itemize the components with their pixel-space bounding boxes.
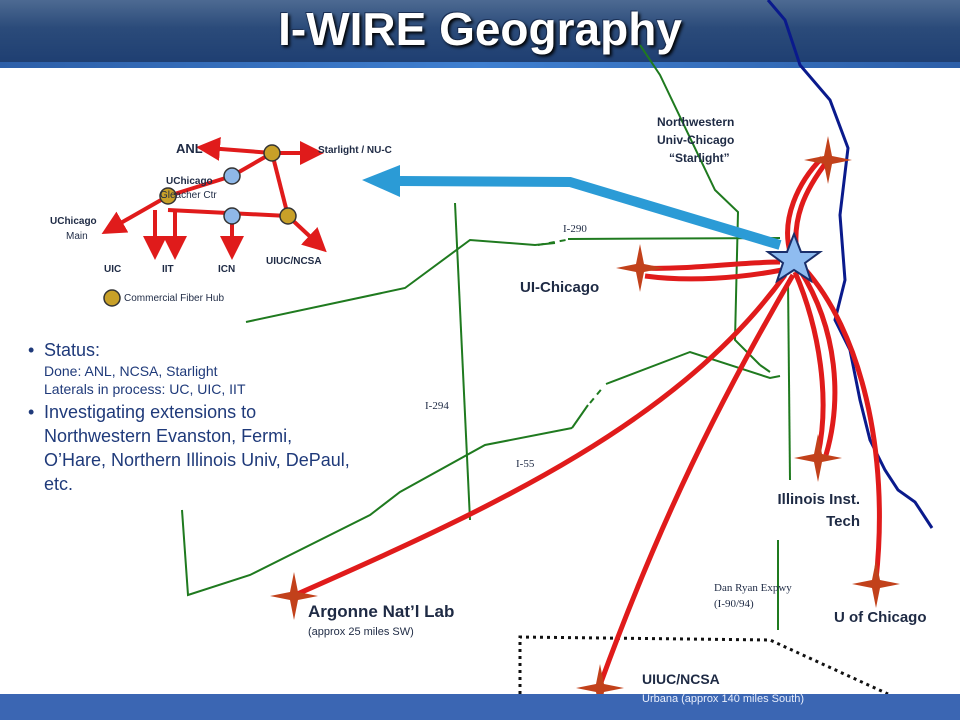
status-block: • Status: Done: ANL, NCSA, Starlight Lat… [28, 338, 358, 496]
label-iit: Illinois Inst. Tech [777, 491, 860, 530]
hub-star [764, 231, 824, 284]
status-done: Done: ANL, NCSA, Starlight [44, 363, 218, 379]
legend-iit: IIT [162, 264, 174, 275]
legend-anl: ANL [176, 141, 203, 156]
fiber-to-uiuc [597, 273, 796, 686]
status-heading: Status: [44, 340, 101, 360]
label-i290: I-290 [563, 223, 587, 235]
legend-uchicago-main: UChicago [50, 216, 97, 227]
legend-uchicago-gleacher: UChicago [166, 176, 213, 187]
lakeshore-line [766, 0, 934, 529]
legend-commercial-hub: Commercial Fiber Hub [124, 293, 225, 304]
label-argonne: Argonne Nat’l Lab [308, 602, 455, 621]
fiber-to-argonne [293, 273, 788, 598]
highway-i55-west [181, 427, 573, 597]
label-argonne-sub: (approx 25 miles SW) [308, 626, 414, 638]
title-band [0, 62, 960, 68]
highway-i55 [571, 404, 589, 429]
fiber-to-uchicago [802, 266, 882, 581]
label-i55: I-55 [516, 458, 535, 470]
label-dan-ryan: Dan Ryan Expwy [714, 582, 792, 594]
fiber-routes [293, 156, 882, 686]
legend-gleacher-sub: Gleacher Ctr [160, 190, 217, 201]
highway-connector [759, 364, 771, 373]
fiber-to-northwestern [793, 158, 830, 261]
legend-main-sub: Main [66, 231, 88, 242]
highway-kennedy [639, 44, 761, 366]
label-dan-ryan-sub: (I-90/94) [714, 598, 754, 610]
fiber-to-iit [792, 271, 826, 456]
starlight-arrow [399, 176, 782, 250]
highway-i294 [454, 202, 471, 521]
iit-marker [794, 434, 842, 482]
status-laterals: Laterals in process: UC, UIC, IIT [44, 381, 246, 397]
fiber-to-iit-2 [797, 268, 838, 456]
fiber-to-uic-2 [644, 267, 783, 282]
investigating-bullet: • [28, 402, 35, 422]
fiber-to-uic [639, 259, 781, 271]
label-ui-chicago: UI-Chicago [520, 279, 600, 296]
title-banner [0, 0, 960, 62]
highway-i290 [245, 238, 556, 323]
status-bullet-item: • Status: [28, 338, 358, 362]
legend-uiuc: UIUC/NCSA [266, 256, 322, 267]
label-i294: I-294 [425, 400, 449, 412]
urbana-boundary [518, 635, 889, 696]
legend-uic: UIC [104, 264, 122, 275]
highway-i55-dash [589, 385, 605, 404]
label-uiuc-sub-overlay: Urbana (approx 140 miles South) [642, 693, 805, 705]
label-uiuc: UIUC/NCSA [642, 671, 720, 687]
uic-marker [616, 244, 664, 292]
legend-starlight: Starlight / NU-C [318, 145, 392, 156]
bottom-bar [0, 694, 960, 720]
slide-title: I-WIRE Geography [278, 3, 682, 55]
uchicago-marker [852, 560, 900, 608]
status-bullet: • [28, 340, 35, 360]
label-u-of-chicago: U of Chicago [834, 609, 927, 626]
legend-icn: ICN [218, 264, 236, 275]
highway-dan-ryan [787, 279, 791, 481]
investigating-bullet-item: • Investigating extensions to Northweste… [28, 400, 358, 496]
highway-i55-east [605, 350, 781, 385]
hub-legend-network [101, 136, 327, 307]
highway-i290-dash [537, 239, 567, 246]
label-northwestern: Northwestern Univ-Chicago “Starlight” [657, 115, 735, 165]
status-investigating: Investigating extensions to Northwestern… [44, 402, 350, 494]
starlight-arrow-head [362, 165, 400, 197]
